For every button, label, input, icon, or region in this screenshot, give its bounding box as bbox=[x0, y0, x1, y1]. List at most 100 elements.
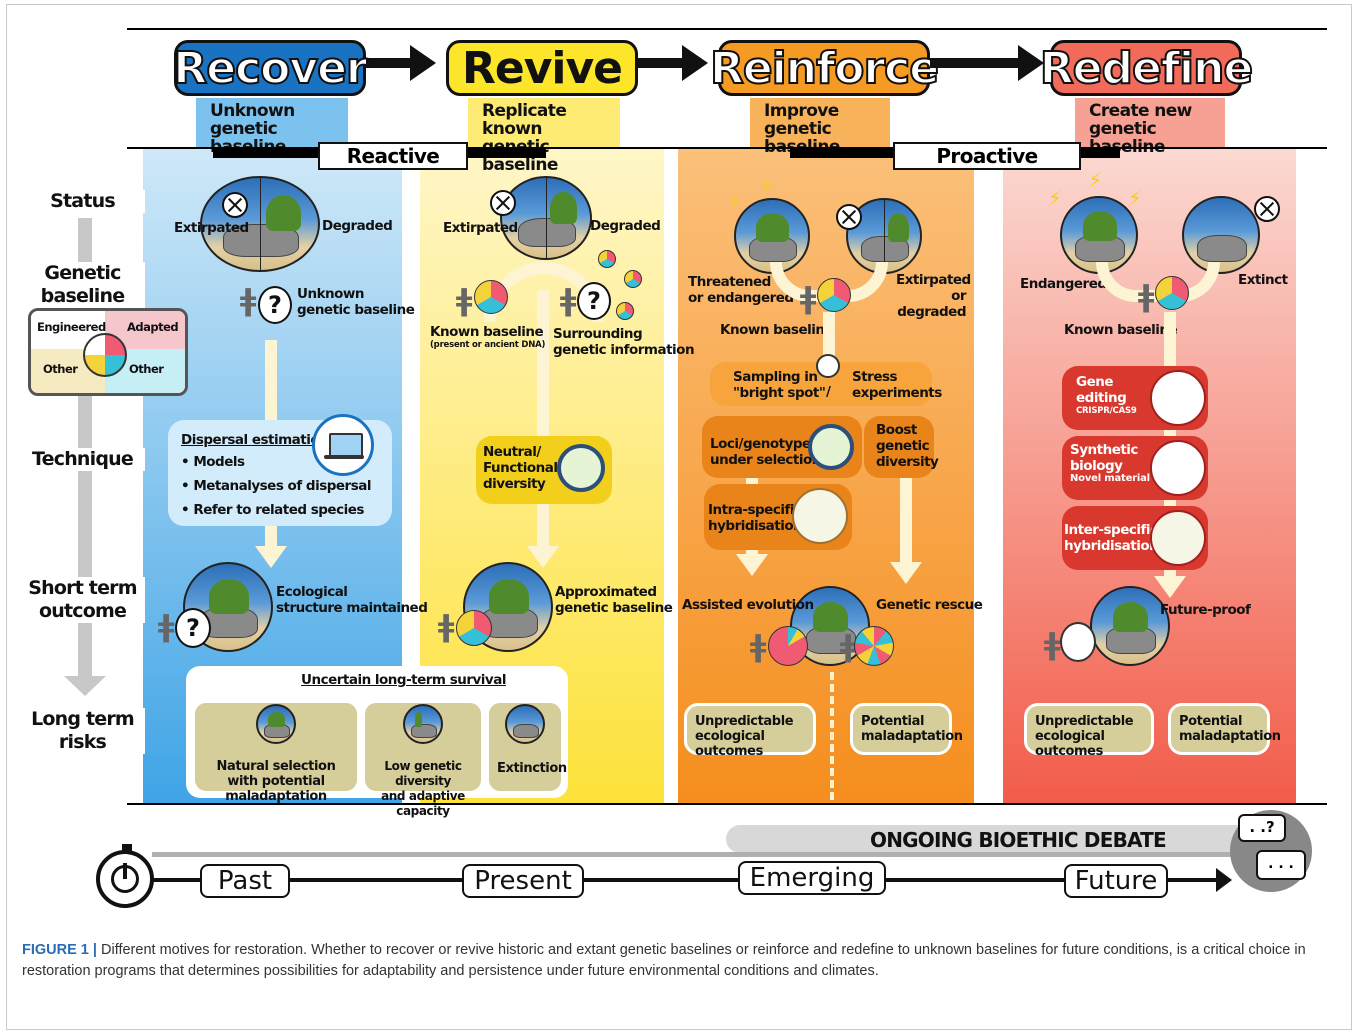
lightning-icon: ⚡ bbox=[1048, 186, 1062, 210]
laptop-icon bbox=[312, 414, 374, 476]
bright-spot-icon bbox=[816, 354, 840, 378]
lightning-icon: ⚡ bbox=[728, 190, 742, 214]
chromosome-icon: ǂ bbox=[240, 283, 257, 318]
extirpated-x-icon bbox=[836, 204, 862, 230]
surrounding-pie-icon bbox=[598, 250, 616, 268]
proactive-label: Proactive bbox=[893, 142, 1081, 170]
arrow-right-icon bbox=[410, 45, 436, 81]
row-label-technique: Technique bbox=[20, 448, 145, 471]
reinforce-known-text: Known baseline bbox=[720, 322, 834, 338]
caption-label: FIGURE 1 | bbox=[22, 942, 97, 958]
row-label-status: Status bbox=[20, 190, 145, 213]
timeline-future: Future bbox=[1064, 864, 1168, 898]
stopwatch-icon bbox=[96, 844, 154, 908]
bottom-rule bbox=[127, 803, 1327, 805]
genetic-rescue-pie-icon bbox=[854, 626, 894, 666]
top-rule bbox=[127, 28, 1327, 30]
redefine-status-left: Endangered bbox=[1020, 276, 1107, 292]
assisted-evolution-pie-icon bbox=[768, 626, 808, 666]
chromosome-icon: ǂ bbox=[456, 283, 473, 318]
redefine-down-arrow-icon bbox=[1154, 576, 1186, 598]
dispersal-item: • Refer to related species bbox=[181, 502, 364, 518]
chromosome-icon: ǂ bbox=[800, 281, 817, 316]
arrow-right-icon bbox=[1018, 45, 1044, 81]
redefine-known-text: Known baseline bbox=[1064, 322, 1178, 338]
reinforce-down-arrow-icon bbox=[890, 562, 922, 584]
dashed-divider bbox=[830, 672, 834, 800]
redefine-status-left-icon bbox=[1060, 196, 1138, 274]
extinct-x-icon bbox=[1254, 196, 1280, 222]
magnifier-dna-icon bbox=[557, 444, 605, 492]
surrounding-pie-icon bbox=[616, 302, 634, 320]
revive-status-icon bbox=[500, 176, 592, 260]
redefine-outcome-text: Future-proof bbox=[1160, 602, 1251, 618]
known-baseline-pie-icon bbox=[474, 280, 508, 314]
hybrid-leaf-icon bbox=[1150, 510, 1206, 566]
figure-frame bbox=[6, 4, 1352, 1030]
debate-label: ONGOING BIOETHIC DEBATE bbox=[870, 828, 1167, 852]
timeline-present: Present bbox=[462, 864, 584, 898]
row-axis-arrow-icon bbox=[64, 676, 106, 696]
arrow-right-icon bbox=[682, 45, 708, 81]
lightning-icon: ⚡ bbox=[1088, 168, 1102, 192]
chat-bubble-dots: . . . bbox=[1256, 850, 1306, 880]
known-baseline-pie-icon bbox=[1155, 276, 1189, 310]
chromosome-icon: ǂ bbox=[1138, 279, 1155, 314]
legend-other-left: Other bbox=[43, 362, 78, 376]
stage-reinforce: Reinforce bbox=[709, 40, 940, 96]
gene-editing-icon bbox=[1150, 370, 1206, 426]
lightning-icon: ⚡ bbox=[1128, 186, 1142, 210]
low-diversity-icon bbox=[403, 704, 443, 744]
reinforce-outcome-right: Genetic rescue bbox=[876, 597, 983, 613]
timeline-emerging: Emerging bbox=[738, 861, 886, 895]
dispersal-title: Dispersal estimations: bbox=[181, 432, 341, 448]
redefine-outcome-icon bbox=[1090, 586, 1170, 666]
stage-recover: Recover bbox=[172, 40, 369, 96]
recover-status-left: Extirpated bbox=[174, 220, 249, 236]
reinforce-down-arrow-icon bbox=[736, 554, 768, 576]
timeline-axis bbox=[140, 878, 1222, 882]
stage-redefine: Redefine bbox=[1039, 40, 1254, 96]
revive-known-text: Known baseline(present or ancient DNA) bbox=[430, 324, 546, 350]
engineered-chromosome-icon bbox=[1060, 622, 1096, 662]
question-icon: ? bbox=[577, 282, 611, 320]
legend-engineered: Engineered bbox=[37, 320, 106, 334]
recover-status-right: Degraded bbox=[322, 218, 393, 234]
baseline-legend: Engineered Adapted Other Other bbox=[28, 308, 188, 396]
extirpated-x-icon bbox=[222, 192, 248, 218]
revive-down-arrow-icon bbox=[527, 546, 559, 568]
magnifier-dna-icon bbox=[808, 424, 854, 470]
synthetic-biology-icon bbox=[1150, 440, 1206, 496]
header-rule bbox=[127, 147, 1327, 149]
chromosome-icon: ǂ bbox=[158, 609, 175, 644]
legend-other-right: Other bbox=[129, 362, 164, 376]
arrow-connector bbox=[366, 58, 414, 68]
chromosome-icon: ǂ bbox=[438, 609, 455, 644]
revive-status-left: Extirpated bbox=[443, 220, 518, 236]
question-icon: ? bbox=[258, 286, 292, 324]
chromosome-icon: ǂ bbox=[840, 629, 857, 664]
chromosome-icon: ǂ bbox=[750, 629, 767, 664]
recover-down-arrow-icon bbox=[255, 546, 287, 568]
chromosome-icon: ǂ bbox=[1044, 627, 1061, 662]
reinforce-status-left-icon bbox=[734, 198, 810, 274]
debate-line bbox=[152, 852, 1282, 857]
